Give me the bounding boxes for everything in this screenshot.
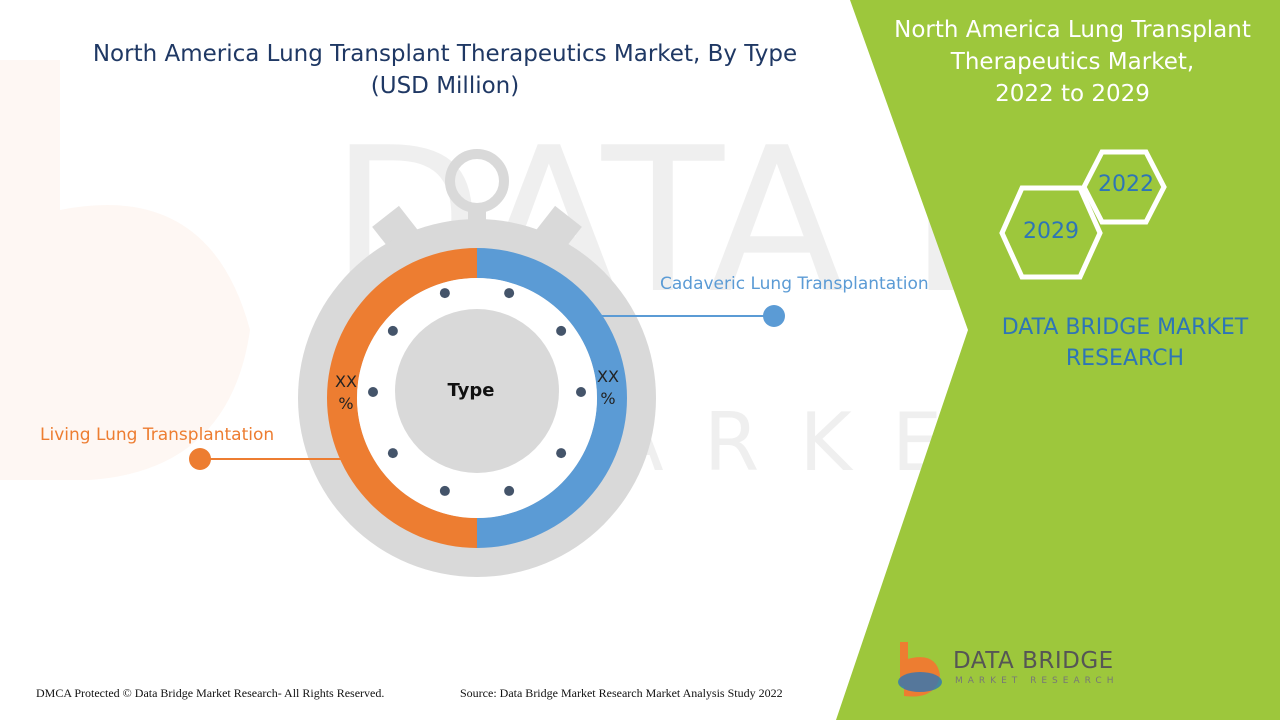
tick-dot [387, 448, 398, 459]
side-panel-title-line3: 2022 to 2029 [995, 81, 1150, 107]
donut-segment-living [327, 248, 477, 548]
tick-dot [556, 448, 567, 459]
tick-dot [439, 485, 450, 496]
tick-dot [387, 325, 398, 336]
tick-dot [556, 325, 567, 336]
center-hub [395, 309, 559, 473]
hexagon-2022 [1081, 149, 1167, 225]
tick-dot [504, 485, 515, 496]
tick-dot [576, 387, 586, 397]
copyright-notice: DMCA Protected © Data Bridge Market Rese… [36, 686, 385, 700]
side-panel-title: North America Lung Transplant Therapeuti… [880, 14, 1265, 110]
logo-name: DATA BRIDGE [953, 648, 1114, 674]
side-panel-title-line1: North America Lung Transplant [894, 17, 1251, 43]
brand-name-line2: RESEARCH [1065, 346, 1185, 371]
brand-name: DATA BRIDGE MARKET RESEARCH [990, 312, 1260, 374]
stopwatch-ticks [368, 288, 586, 496]
tick-dot [504, 288, 515, 299]
cadaveric-leader-dot [763, 305, 785, 327]
green-side-panel [836, 0, 1280, 720]
year-start-label: 2022 [1098, 172, 1154, 197]
logo-tagline: MARKET RESEARCH [955, 676, 1119, 686]
chart-title-line2: (USD Million) [370, 73, 520, 99]
living-leader-dot [189, 448, 211, 470]
year-end-label: 2029 [1023, 219, 1079, 244]
donut-segment-cadaveric [477, 248, 627, 548]
watermark-logo-shape [0, 60, 250, 480]
chart-title-line1: North America Lung Transplant Therapeuti… [92, 41, 798, 67]
side-panel-title-line2: Therapeutics Market, [950, 49, 1195, 75]
cadaveric-segment-label: Cadaveric Lung Transplantation [660, 274, 929, 294]
source-note: Source: Data Bridge Market Research Mark… [460, 686, 783, 700]
brand-name-line1: DATA BRIDGE MARKET [1001, 315, 1249, 340]
donut-chart [327, 248, 627, 548]
chart-title: North America Lung Transplant Therapeuti… [90, 38, 800, 102]
living-segment-label: Living Lung Transplantation [40, 425, 275, 445]
hexagon-2029 [999, 185, 1103, 280]
tick-dot [368, 387, 378, 397]
living-value-label: XX % [335, 372, 357, 413]
cadaveric-value-label: XX % [597, 367, 619, 408]
data-bridge-logo-icon [898, 642, 942, 697]
center-type-label: Type [447, 380, 495, 401]
tick-dot [439, 288, 450, 299]
